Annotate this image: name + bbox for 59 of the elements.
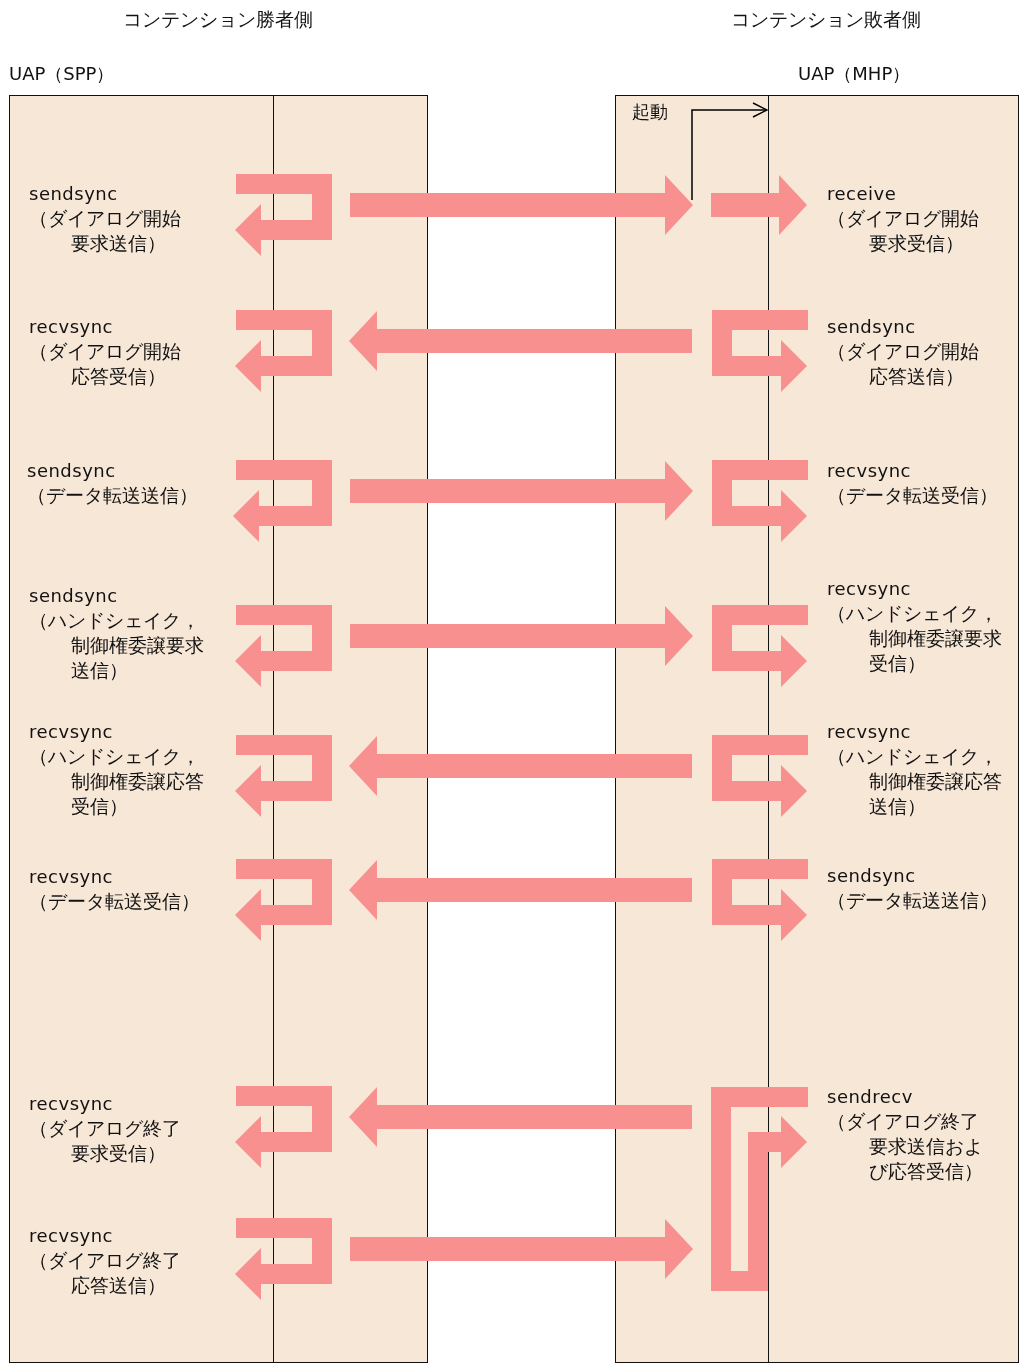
function-name: receive bbox=[827, 182, 897, 206]
block-arrow bbox=[235, 735, 332, 817]
call-description: （ダイアログ開始要求送信） bbox=[29, 206, 182, 256]
arrow bbox=[691, 102, 768, 201]
block-arrow bbox=[712, 605, 808, 687]
function-name: recvsync bbox=[827, 577, 911, 601]
block-arrow bbox=[349, 736, 692, 796]
side-title: コンテンション勝者側 bbox=[123, 7, 313, 32]
call-description: （データ転送受信） bbox=[827, 483, 999, 508]
function-name: recvsync bbox=[29, 865, 113, 889]
block-arrow bbox=[712, 735, 808, 817]
function-name: sendsync bbox=[29, 182, 118, 206]
function-name: recvsync bbox=[29, 1224, 113, 1248]
call-description: （ハンドシェイク，制御権委譲応答受信） bbox=[29, 744, 205, 819]
call-description: （ダイアログ終了要求受信） bbox=[29, 1116, 182, 1166]
call-description: （ダイアログ開始応答受信） bbox=[29, 339, 182, 389]
call-description: （ハンドシェイク，制御権委譲要求送信） bbox=[29, 608, 205, 683]
block-arrow bbox=[235, 605, 332, 687]
block-arrow bbox=[235, 174, 332, 256]
block-arrow bbox=[235, 310, 332, 392]
call-description: （データ転送送信） bbox=[27, 483, 199, 508]
call-description: （ダイアログ終了応答送信） bbox=[29, 1248, 182, 1298]
block-arrow bbox=[350, 606, 693, 666]
function-name: recvsync bbox=[29, 1092, 113, 1116]
block-arrow bbox=[235, 1086, 332, 1168]
call-description: （データ転送送信） bbox=[827, 888, 999, 913]
block-arrow bbox=[349, 860, 692, 920]
function-name: sendrecv bbox=[827, 1085, 913, 1109]
function-name: recvsync bbox=[827, 720, 911, 744]
call-description: （データ転送受信） bbox=[29, 889, 201, 914]
lane-heading: UAP（MHP） bbox=[798, 62, 911, 86]
function-name: sendsync bbox=[827, 864, 916, 888]
block-arrow bbox=[235, 1218, 332, 1300]
block-arrow bbox=[712, 310, 808, 392]
function-name: recvsync bbox=[29, 720, 113, 744]
call-description: （ダイアログ開始応答送信） bbox=[827, 339, 980, 389]
block-arrow bbox=[711, 175, 807, 235]
block-arrow bbox=[235, 859, 332, 941]
block-arrow bbox=[711, 1087, 808, 1291]
block-arrow bbox=[350, 461, 693, 521]
side-title: コンテンション敗者側 bbox=[731, 7, 921, 32]
block-arrow bbox=[350, 1219, 693, 1279]
call-description: （ダイアログ開始要求受信） bbox=[827, 206, 980, 256]
edge-label: 起動 bbox=[632, 101, 668, 123]
block-arrow bbox=[233, 460, 332, 542]
block-arrow bbox=[349, 311, 692, 371]
block-arrow bbox=[349, 1087, 692, 1147]
block-arrow bbox=[712, 859, 808, 941]
function-name: sendsync bbox=[29, 584, 118, 608]
block-arrow bbox=[350, 175, 693, 235]
lane-heading: UAP（SPP） bbox=[9, 62, 115, 86]
function-name: recvsync bbox=[827, 459, 911, 483]
call-description: （ダイアログ終了要求送信および応答受信） bbox=[827, 1109, 984, 1184]
function-name: recvsync bbox=[29, 315, 113, 339]
function-name: sendsync bbox=[27, 459, 116, 483]
block-arrow bbox=[712, 460, 808, 542]
call-description: （ハンドシェイク，制御権委譲応答送信） bbox=[827, 744, 1003, 819]
function-name: sendsync bbox=[827, 315, 916, 339]
call-description: （ハンドシェイク，制御権委譲要求受信） bbox=[827, 601, 1003, 676]
